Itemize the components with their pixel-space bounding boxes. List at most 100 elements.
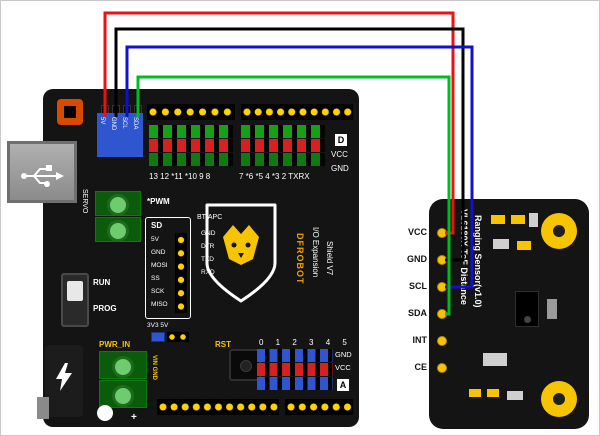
pwr-in-label: PWR_IN — [99, 340, 131, 349]
i2c-pin-label-gnd: GND — [110, 117, 116, 131]
gnd-label-bottom: GND — [335, 350, 352, 359]
tof-aperture — [524, 316, 531, 323]
sensor-pin-ce — [437, 363, 447, 373]
bottom-header-strip-left — [157, 399, 279, 415]
analog-a-box: A — [337, 379, 349, 391]
bottom-header-strip-right — [285, 399, 353, 415]
pwr-in-terminal — [99, 351, 147, 409]
rst-label: RST — [215, 340, 231, 349]
analog-pin-numbers: 0 1 2 3 4 5 — [259, 338, 352, 347]
digital-gnd-row — [149, 153, 233, 166]
terminal-cell — [95, 217, 141, 242]
pwm-label: *PWM — [147, 197, 170, 206]
top-header-strip-right — [241, 104, 353, 120]
smd-component — [507, 391, 523, 400]
hole-center — [553, 393, 565, 405]
digital-signal-row — [241, 125, 325, 138]
smd-component — [493, 239, 509, 249]
sensor-name-line1: VL6180X ToF Distance — [459, 209, 469, 305]
gnd-label-top: GND — [331, 164, 349, 173]
vin-gnd-label: VIN GND — [151, 355, 157, 381]
sd-pin-mosi: MOSI — [151, 262, 168, 269]
usb-port — [7, 141, 77, 203]
i2c-pin-label-5v: 5V — [99, 117, 105, 125]
digital-vcc-row — [241, 139, 325, 152]
terminal-cell — [99, 380, 147, 408]
sd-pin-ss: SS — [151, 275, 160, 282]
analog-header — [257, 349, 333, 391]
prog-label: PROG — [93, 304, 117, 313]
plus-mark: + — [131, 412, 137, 423]
dfrobot-logo-icon — [197, 201, 285, 305]
terminal-screw — [107, 194, 129, 216]
i2c-header: 5V GND SCL SDA — [97, 113, 143, 157]
sd-pin-miso: MISO — [151, 301, 168, 308]
sd-pin-5v: 5V — [151, 236, 159, 243]
sd-pin-sck: SCK — [151, 288, 165, 295]
usb-icon — [20, 162, 64, 190]
sensor-pin-sda — [437, 309, 447, 319]
voltage-jumper-label: 3V3 5V — [147, 322, 169, 329]
voltage-jumper — [151, 332, 165, 342]
i2c-pin-label-scl: SCL — [121, 117, 127, 129]
run-prog-switch — [61, 273, 89, 327]
sensor-pin-gnd — [437, 255, 447, 265]
power-jack — [45, 345, 83, 417]
i2c-pin-label-sda: SDA — [132, 117, 138, 130]
digital-pin-numbers-right: 7 *6 *5 4 *3 2 TXRX — [239, 172, 310, 181]
smd-component — [491, 215, 505, 224]
switch-slider — [67, 281, 83, 301]
smd-component — [511, 215, 525, 224]
mounting-hole-white — [97, 405, 113, 421]
smd-component — [517, 241, 531, 250]
terminal-screw — [107, 220, 129, 242]
vcc-label-bottom: VCC — [335, 363, 351, 372]
sensor-pin-label-int: INT — [412, 335, 428, 345]
sd-label: SD — [151, 221, 163, 230]
mounting-hole-top — [541, 213, 577, 249]
rst-button-cap — [240, 360, 252, 372]
reset-button-cap — [64, 106, 76, 118]
voltage-jumper-pins — [167, 332, 189, 342]
digital-gnd-row — [241, 153, 325, 166]
shield-name-line1: I/O Expansion — [311, 227, 320, 278]
terminal-cell — [95, 191, 141, 216]
analog-signal-row — [257, 377, 333, 390]
hole-center — [553, 225, 565, 237]
digital-header-right — [241, 125, 325, 171]
shield-name-line2: Shield V7 — [325, 241, 334, 276]
smd-component — [529, 213, 538, 227]
sensor-pin-label-gnd: GND — [407, 254, 427, 264]
sensor-pin-label-vcc: VCC — [407, 227, 427, 237]
sensor-pin-label-sda: SDA — [407, 308, 427, 318]
sd-pin-header — [175, 233, 187, 313]
run-label: RUN — [93, 278, 111, 287]
analog-vcc-row — [257, 363, 333, 376]
sensor-pin-scl — [437, 282, 447, 292]
sensor-pin-int — [437, 336, 447, 346]
reset-button — [57, 99, 83, 125]
top-header-strip-left — [147, 104, 235, 120]
terminal-screw — [112, 385, 134, 407]
mounting-hole-bottom — [541, 381, 577, 417]
digital-vcc-row — [149, 139, 233, 152]
sd-pin-gnd: GND — [151, 249, 166, 256]
smd-component — [547, 299, 557, 319]
vcc-label-top: VCC — [331, 150, 348, 159]
analog-gnd-row — [257, 349, 333, 362]
smd-component — [483, 353, 507, 366]
servo-label: SERVO — [81, 189, 88, 214]
digital-header-left — [149, 125, 233, 171]
terminal-screw — [112, 356, 134, 378]
digital-pin-numbers-left: 13 12 *11 *10 9 8 — [149, 172, 211, 181]
sensor-pin-vcc — [437, 228, 447, 238]
sensor-name-line2: Ranging Sensor(v1.0) — [473, 215, 483, 308]
lightning-icon — [56, 363, 72, 391]
sensor-pin-label-scl: SCL — [409, 281, 427, 291]
digital-signal-row — [149, 125, 233, 138]
power-jack-barrel — [37, 397, 49, 419]
tof-sensor-chip — [515, 291, 539, 327]
dfrobot-brand-text: DFROBOT — [295, 233, 305, 285]
terminal-cell — [99, 351, 147, 379]
